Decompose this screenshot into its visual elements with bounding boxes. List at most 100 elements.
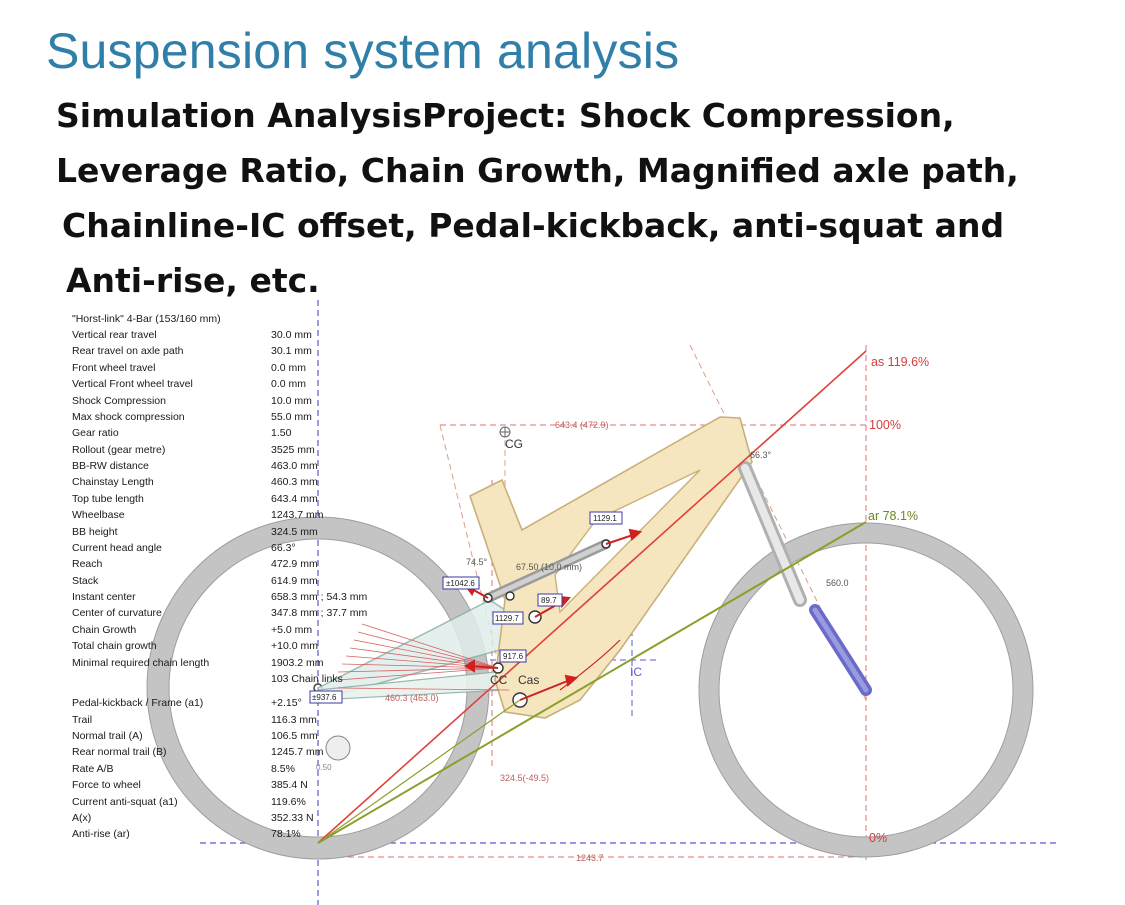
parameter-row: Reach 472.9 mm: [72, 556, 372, 572]
parameter-value: 385.4 N: [271, 779, 308, 792]
parameter-row: Wheelbase 1243.7 mm: [72, 507, 372, 523]
parameter-label: Front wheel travel: [72, 361, 156, 374]
parameter-row: A(x)352.33 N: [72, 810, 372, 826]
parameter-value: 119.6%: [271, 795, 306, 808]
parameter-value: 1245.7 mm: [271, 746, 324, 759]
parameter-label: Pedal-kickback / Frame (a1): [72, 697, 204, 710]
parameter-row: Rear normal trail (B)1245.7 mm: [72, 744, 372, 760]
parameter-value: 614.9 mm: [271, 574, 318, 587]
subtitle-line: Anti-rise, etc.: [66, 261, 320, 300]
parameter-value: 463.0 mm: [271, 460, 318, 472]
parameter-value: 30.0 mm: [271, 329, 312, 341]
value-box-937-6: ±937.6: [312, 693, 337, 702]
cg-marker: [499, 426, 511, 438]
fork: [738, 461, 872, 696]
cc-label: CC: [490, 673, 508, 687]
parameter-value: 347.8 mm ; 37.7 mm: [271, 607, 368, 620]
value-box-917-6: 917.6: [503, 652, 524, 661]
parameter-row: Anti-rise (ar)78.1%: [72, 826, 372, 842]
parameter-label: Trail: [72, 713, 93, 726]
parameter-value: 103 Chain links: [271, 672, 343, 685]
parameter-row: Minimal required chain length 1903.2 mm: [72, 655, 372, 671]
parameter-value: 1243.7 mm: [271, 509, 324, 522]
parameter-value: 324.5 mm: [271, 525, 318, 538]
ic-label: IC: [630, 665, 642, 679]
parameter-row: Chain Growth +5.0 mm: [72, 622, 372, 638]
parameter-value: 0.0 mm: [271, 361, 307, 374]
parameter-row: Instant center 658.3 mm ; 54.3 mm: [72, 589, 372, 605]
parameter-value: 3525 mm: [271, 443, 315, 456]
parameter-row: Gear ratio 1.50: [72, 425, 372, 441]
parameter-label: Chain Growth: [72, 623, 137, 636]
parameter-value: 55.0 mm: [271, 410, 312, 423]
parameter-row: Rollout (gear metre) 3525 mm: [72, 442, 372, 458]
rear-small-dim: 0.50: [316, 763, 332, 772]
parameter-label: Minimal required chain length: [72, 656, 210, 669]
parameter-label: Max shock compression: [72, 410, 185, 423]
parameter-header: "Horst-link" 4-Bar (153/160 mm): [72, 313, 221, 325]
parameter-value: 106.5 mm: [271, 730, 318, 742]
parameter-row: Rear travel on axle path 30.1 mm: [72, 343, 372, 359]
parameter-label: Instant center: [72, 591, 136, 603]
parameter-label: Top tube length: [72, 492, 144, 505]
subtitle-line: Leverage Ratio, Chain Growth, Magnified …: [56, 151, 1019, 190]
cg-label: CG: [505, 437, 523, 451]
value-box-1129-7: 1129.7: [495, 614, 519, 623]
parameter-value: +5.0 mm: [271, 623, 313, 636]
hundred-percent-label: 100%: [869, 418, 901, 432]
parameter-value: 10.0 mm: [271, 394, 312, 407]
slide-title: Suspension system analysis: [46, 23, 680, 79]
top-tube-dim: 643.4 (472.9): [555, 420, 609, 430]
parameter-label: Rear travel on axle path: [72, 345, 184, 358]
parameter-value: 0.0 mm: [271, 378, 307, 391]
parameter-value: 472.9 mm: [271, 558, 318, 571]
subtitle-line: Simulation AnalysisProject: Shock Compre…: [56, 96, 955, 135]
parameter-value: 1.50: [271, 427, 292, 440]
zero-percent-label: 0%: [869, 831, 887, 845]
parameter-value: 8.5%: [271, 762, 295, 775]
parameter-value: 658.3 mm ; 54.3 mm: [271, 591, 368, 603]
anti-rise-line: [317, 521, 867, 844]
parameter-label: Normal trail (A): [72, 730, 143, 742]
parameter-value: +2.15°: [271, 697, 302, 710]
parameter-value: 1903.2 mm: [271, 656, 324, 669]
parameter-value: 30.1 mm: [271, 345, 312, 358]
parameter-label: Current anti-squat (a1): [72, 795, 178, 808]
cas-label: Cas: [518, 673, 539, 687]
parameter-label: Gear ratio: [72, 427, 119, 440]
head-angle-dim: 66.3°: [750, 450, 772, 460]
chainstay-dim: 460.3 (463.0): [385, 693, 439, 703]
shock-dim: 67.50 (10.0 mm): [516, 562, 582, 572]
value-box-89-7: 89.7: [541, 596, 557, 605]
parameter-row: Normal trail (A) 106.5 mm: [72, 728, 372, 744]
parameter-label: Rollout (gear metre): [72, 443, 166, 456]
parameter-label: Vertical rear travel: [72, 329, 157, 341]
parameter-row: Total chain growth+10.0 mm: [72, 638, 372, 654]
parameter-label: Total chain growth: [72, 640, 157, 653]
value-box-1042-6: ±1042.6: [446, 579, 475, 588]
shock-absorber: [483, 539, 611, 603]
anti-squat-line: [317, 350, 867, 844]
parameter-row: 103 Chain links: [72, 671, 372, 687]
value-box-1129-1: 1129.1: [593, 514, 617, 523]
parameter-label: A(x): [72, 811, 92, 824]
parameter-row: Stack 614.9 mm: [72, 573, 372, 589]
parameter-row: Current anti-squat (a1) 119.6%: [72, 794, 372, 810]
parameter-label: Reach: [72, 558, 103, 571]
bb-height-dim: 324.5(-49.5): [500, 773, 549, 783]
parameter-label: Wheelbase: [72, 509, 125, 522]
parameter-label: Chainstay Length: [72, 476, 154, 489]
chain-line: [317, 699, 521, 844]
parameter-label: BB-RW distance: [72, 460, 149, 472]
parameter-label: Stack: [72, 574, 99, 587]
seat-angle-dim: 74.5°: [466, 557, 488, 567]
